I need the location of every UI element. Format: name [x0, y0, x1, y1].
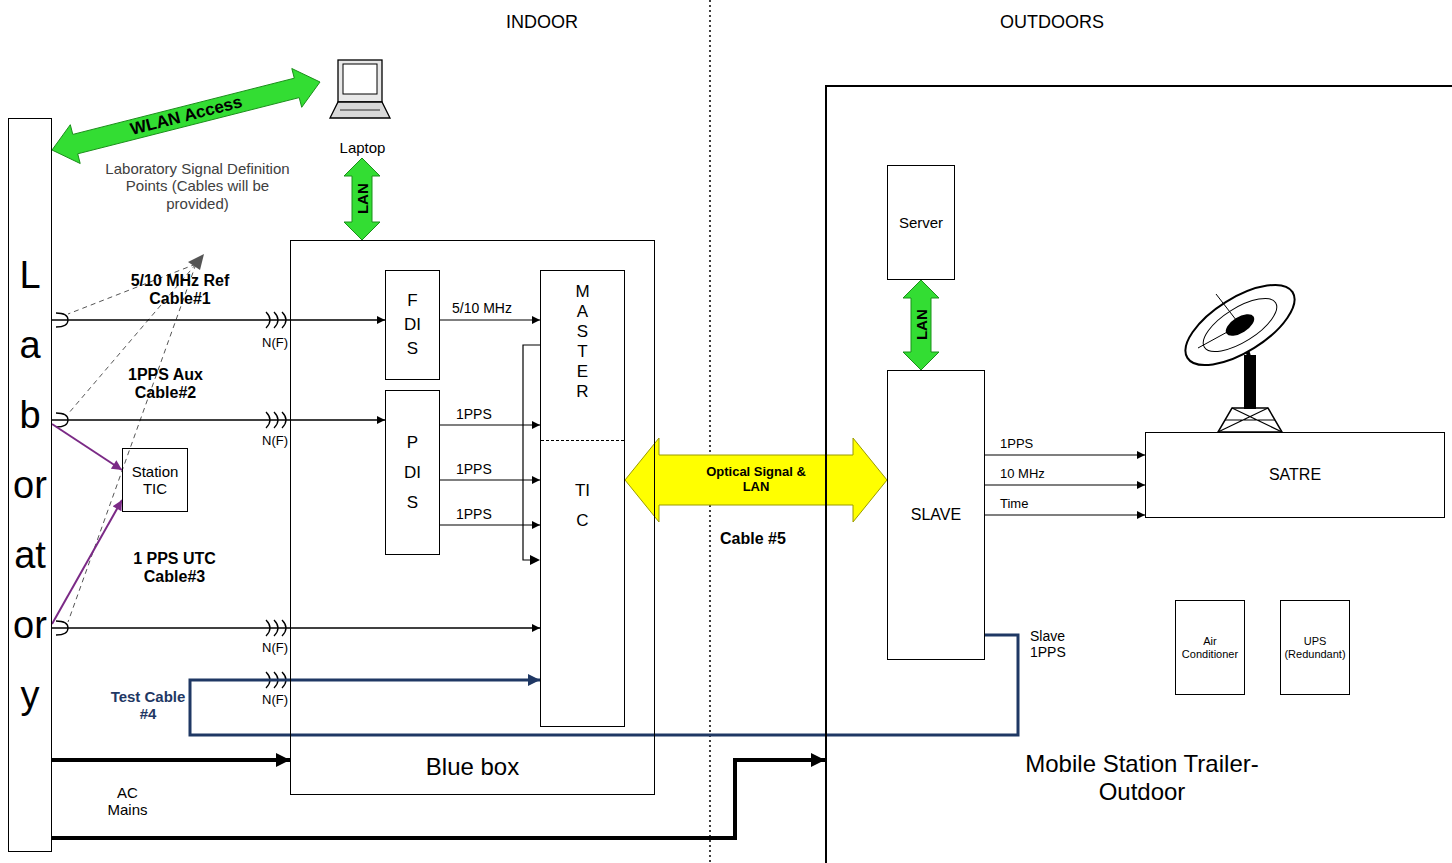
connector-label: 10 MHz [1000, 467, 1060, 482]
connector-label: AC Mains [100, 784, 155, 819]
connector-type: N(F) [262, 434, 288, 449]
signal-connector [52, 419, 385, 420]
signal-connector [985, 454, 1145, 455]
node-label: MASTER [574, 282, 591, 402]
node-label: UPS (Redundant) [1281, 635, 1349, 660]
connector-label: LAN [912, 310, 929, 341]
connector-label: Optical Signal & LAN [696, 465, 816, 495]
node-label: Laptop [340, 139, 386, 158]
master-tic-box: MASTER TIC [540, 270, 625, 727]
node-label: TIC [574, 476, 591, 536]
laptop: Laptop [320, 56, 405, 158]
blue-box: Blue box FDIS PDIS MASTER TIC [290, 240, 655, 795]
cable-number: Cable #5 [720, 530, 786, 548]
master-tic-divider [541, 440, 624, 441]
laboratory-box: Laboratory [8, 118, 52, 852]
node-label: FDIS [404, 289, 421, 361]
connector-label: 5/10 MHz Ref Cable#1 [110, 272, 250, 309]
pdis-box: PDIS [385, 390, 440, 555]
mobile-station-trailer: Mobile Station Trailer- Outdoor ServerSLA… [825, 85, 1452, 863]
double-arrow-connector [344, 158, 380, 240]
leader-lines [68, 264, 196, 622]
signal-name: Slave 1PPS [1030, 628, 1080, 660]
node-label: Laboratory [11, 240, 49, 730]
connector-label: LAN [353, 184, 370, 215]
laptop-icon [330, 60, 390, 118]
fdis-box: FDIS [385, 270, 440, 380]
slave-box: SLAVE [887, 370, 985, 660]
connector-type: N(F) [262, 693, 288, 708]
satre-box: SATRE [1145, 432, 1445, 518]
station-tic-box: Station TIC [122, 448, 188, 512]
double-arrow-connector [625, 438, 887, 522]
signal-connector [52, 758, 290, 762]
node-label: Mobile Station Trailer- Outdoor [997, 750, 1287, 805]
signal-connector [440, 424, 540, 425]
connector-label: 1PPS [1000, 437, 1060, 452]
signal-connector [985, 484, 1145, 485]
region-title: INDOOR [506, 12, 578, 33]
nf-connectors [266, 312, 286, 688]
signal-connector [440, 319, 540, 320]
signal-connector [190, 635, 1018, 735]
signal-connector [52, 500, 122, 624]
signal-connector [985, 514, 1145, 515]
connector-label: WLAN Access [128, 92, 244, 139]
connector-label: 1PPS [456, 506, 506, 522]
connector-type: N(F) [262, 336, 288, 351]
annotation-note: Laboratory Signal Definition Points (Cab… [95, 160, 300, 212]
connector-type: N(F) [262, 641, 288, 656]
node-label: Server [899, 214, 943, 231]
leader-arrowhead [188, 254, 204, 270]
connector-label: 1PPS Aux Cable#2 [108, 366, 223, 403]
server-box: Server [887, 165, 955, 280]
signal-connector [440, 479, 540, 480]
connector-label: 1 PPS UTC Cable#3 [112, 550, 237, 587]
signal-connector [52, 760, 825, 838]
satellite-dish [1173, 269, 1307, 432]
connector-label: 1PPS [456, 406, 506, 422]
node-label: PDIS [404, 428, 421, 518]
node-label: Blue box [291, 753, 654, 781]
double-arrow-connector [52, 69, 320, 164]
node-label: Station TIC [123, 463, 187, 498]
region-title: OUTDOORS [1000, 12, 1104, 33]
ups-box: UPS (Redundant) [1280, 600, 1350, 695]
node-label: SLAVE [911, 506, 961, 524]
connector-label: Time [1000, 497, 1060, 512]
connector-label: 5/10 MHz [452, 300, 532, 316]
signal-connector [52, 319, 385, 320]
signal-connector [440, 524, 540, 525]
double-arrow-connector [903, 280, 939, 370]
connector-label: Test Cable #4 [110, 688, 186, 723]
signal-connector [52, 627, 540, 628]
lab-connectors [56, 313, 68, 635]
connector-label: 1PPS [456, 461, 506, 477]
air-conditioner-box: Air Conditioner [1175, 600, 1245, 695]
master-tic-loop [523, 345, 540, 565]
node-label: SATRE [1269, 466, 1321, 484]
signal-connector [52, 424, 122, 470]
node-label: Air Conditioner [1176, 635, 1244, 660]
